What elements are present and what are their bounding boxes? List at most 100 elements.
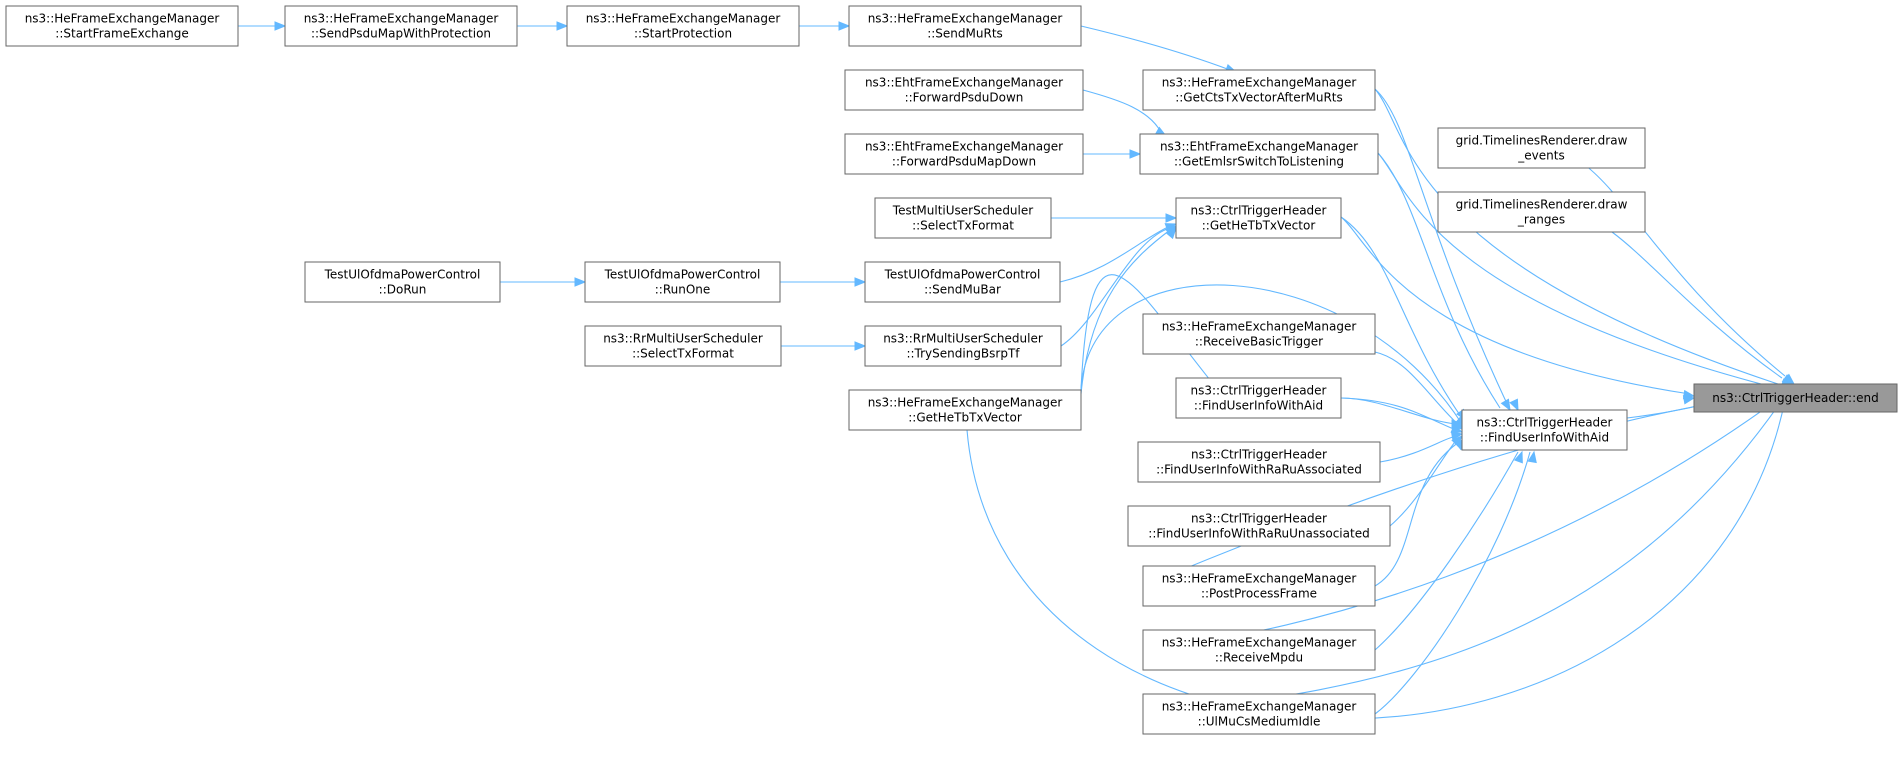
node-label-line: _ranges bbox=[1517, 213, 1565, 227]
node-box bbox=[1127, 505, 1391, 547]
edge-line bbox=[1379, 435, 1457, 463]
edge-arrowhead bbox=[1500, 398, 1511, 412]
node-testulofdmapowercontrol-dorun[interactable]: TestUlOfdmaPowerControl::DoRun bbox=[304, 261, 501, 303]
node-box bbox=[584, 325, 782, 367]
edge-line bbox=[1082, 89, 1163, 135]
node-testulofdmapowercontrol-sendmubar[interactable]: TestUlOfdmaPowerControl::SendMuBar bbox=[864, 261, 1061, 303]
node-label-line: ns3::CtrlTriggerHeader bbox=[1191, 512, 1327, 526]
node-ctrltriggerheader-finduserinfowithaid-2[interactable]: ns3::CtrlTriggerHeader::FindUserInfoWith… bbox=[1175, 377, 1342, 419]
node-label-line: ::TrySendingBsrpTf bbox=[906, 347, 1020, 361]
call-edge bbox=[1340, 216, 1696, 400]
node-testulofdmapowercontrol-runone[interactable]: TestUlOfdmaPowerControl::RunOne bbox=[584, 261, 781, 303]
edge-line bbox=[1340, 216, 1691, 395]
node-box bbox=[284, 5, 518, 47]
node-label-line: ::GetHeTbTxVector bbox=[1202, 219, 1316, 233]
node-heframeexchangemanager-ulmucsmediumidle[interactable]: ns3::HeFrameExchangeManager::UlMuCsMediu… bbox=[1142, 693, 1376, 735]
edge-line bbox=[1389, 437, 1459, 527]
node-label-line: ::ReceiveMpdu bbox=[1215, 651, 1303, 665]
node-box bbox=[1142, 629, 1376, 671]
node-box bbox=[1137, 441, 1381, 483]
node-heframeexchangemanager-getctstxvectoraftermurts[interactable]: ns3::HeFrameExchangeManager::GetCtsTxVec… bbox=[1142, 69, 1376, 111]
node-heframeexchangemanager-receivebasictrigger[interactable]: ns3::HeFrameExchangeManager::ReceiveBasi… bbox=[1142, 313, 1376, 355]
node-box bbox=[566, 5, 800, 47]
edge-arrowhead bbox=[838, 21, 851, 31]
node-label-line: ::RunOne bbox=[655, 283, 711, 297]
node-label-line: ns3::HeFrameExchangeManager bbox=[1162, 76, 1357, 90]
node-box bbox=[844, 133, 1084, 175]
node-label-line: TestUlOfdmaPowerControl bbox=[884, 268, 1041, 282]
node-label-line: ::FindUserInfoWithAid bbox=[1480, 431, 1609, 445]
node-testmultiuserscheduler-selecttxformat[interactable]: TestMultiUserScheduler::SelectTxFormat bbox=[874, 197, 1052, 239]
node-heframeexchangemanager-gethetbtxvector[interactable]: ns3::HeFrameExchangeManager::GetHeTbTxVe… bbox=[848, 389, 1082, 431]
node-label-line: ns3::CtrlTriggerHeader bbox=[1191, 448, 1327, 462]
edge-line bbox=[1374, 451, 1531, 715]
edge-line bbox=[1340, 397, 1457, 425]
call-edge bbox=[1379, 431, 1464, 463]
node-heframeexchangemanager-startframeexchange[interactable]: ns3::HeFrameExchangeManager::StartFrameE… bbox=[5, 5, 239, 47]
node-rrmultiuserscheduler-trysendingbsrptf[interactable]: ns3::RrMultiUserScheduler::TrySendingBsr… bbox=[864, 325, 1062, 367]
node-box bbox=[1142, 693, 1376, 735]
edge-arrowhead bbox=[574, 277, 587, 287]
call-edge bbox=[1082, 149, 1142, 159]
node-label-line: ::UlMuCsMediumIdle bbox=[1198, 715, 1321, 729]
node-rrmultiuserscheduler-selecttxformat[interactable]: ns3::RrMultiUserScheduler::SelectTxForma… bbox=[584, 325, 782, 367]
node-box bbox=[848, 389, 1082, 431]
node-label-line: ns3::EhtFrameExchangeManager bbox=[1160, 140, 1358, 154]
node-label-line: ns3::HeFrameExchangeManager bbox=[25, 12, 220, 26]
node-ehtframeexchangemanager-getemlsrswitchtolistening[interactable]: ns3::EhtFrameExchangeManager::GetEmlsrSw… bbox=[1139, 133, 1379, 175]
edge-line bbox=[1080, 284, 1463, 425]
node-label-line: ::ReceiveBasicTrigger bbox=[1195, 335, 1323, 349]
node-heframeexchangemanager-startprotection[interactable]: ns3::HeFrameExchangeManager::StartProtec… bbox=[566, 5, 800, 47]
node-label-line: ns3::CtrlTriggerHeader bbox=[1190, 204, 1326, 218]
node-ehtframeexchangemanager-forwardpsdumapdown[interactable]: ns3::EhtFrameExchangeManager::ForwardPsd… bbox=[844, 133, 1084, 175]
node-ctrltriggerheader-gethetbtxvector[interactable]: ns3::CtrlTriggerHeader::GetHeTbTxVector bbox=[1175, 197, 1342, 239]
node-box bbox=[1461, 409, 1628, 451]
node-heframeexchangemanager-postprocessframe[interactable]: ns3::HeFrameExchangeManager::PostProcess… bbox=[1142, 565, 1376, 607]
node-label-line: ::StartProtection bbox=[634, 27, 732, 41]
node-ctrltriggerheader-finduserinfowithaid[interactable]: ns3::CtrlTriggerHeader::FindUserInfoWith… bbox=[1461, 409, 1628, 451]
node-label-line: ns3::HeFrameExchangeManager bbox=[1162, 320, 1357, 334]
node-box bbox=[848, 5, 1082, 47]
call-edge bbox=[1374, 450, 1537, 715]
node-label-line: TestUlOfdmaPowerControl bbox=[324, 268, 481, 282]
node-ehtframeexchangemanager-forwardpsdudown[interactable]: ns3::EhtFrameExchangeManager::ForwardPsd… bbox=[844, 69, 1084, 111]
edge-arrowhead bbox=[1513, 450, 1523, 464]
node-label-line: ns3::HeFrameExchangeManager bbox=[868, 12, 1063, 26]
node-timelinesrenderer-draw-ranges[interactable]: grid.TimelinesRenderer.draw_ranges bbox=[1437, 191, 1646, 233]
call-edge bbox=[1340, 397, 1464, 433]
edge-line bbox=[1377, 152, 1501, 409]
node-label-line: ::ForwardPsduMapDown bbox=[892, 155, 1036, 169]
node-box bbox=[1142, 565, 1376, 607]
call-edge bbox=[1080, 226, 1177, 395]
edge-line bbox=[1060, 227, 1171, 347]
node-box bbox=[304, 261, 501, 303]
call-edge bbox=[1051, 213, 1178, 223]
node-label-line: ::DoRun bbox=[379, 283, 427, 297]
node-finduserinfowithraruunassociated[interactable]: ns3::CtrlTriggerHeader::FindUserInfoWith… bbox=[1127, 505, 1391, 547]
node-box bbox=[864, 261, 1061, 303]
edge-line bbox=[1584, 164, 1786, 377]
call-edge bbox=[1377, 152, 1794, 392]
node-heframeexchangemanager-receivempdu[interactable]: ns3::HeFrameExchangeManager::ReceiveMpdu bbox=[1142, 629, 1376, 671]
node-timelinesrenderer-draw-events[interactable]: grid.TimelinesRenderer.draw_events bbox=[1437, 127, 1646, 169]
edge-line bbox=[1374, 439, 1463, 587]
call-edge bbox=[1377, 152, 1511, 412]
call-edge bbox=[499, 277, 587, 287]
node-ctrltriggerheader-end[interactable]: ns3::CtrlTriggerHeader::end bbox=[1693, 383, 1898, 413]
node-finduserinfowithraruassociated[interactable]: ns3::CtrlTriggerHeader::FindUserInfoWith… bbox=[1137, 441, 1381, 483]
call-edge bbox=[517, 21, 569, 31]
node-heframeexchangemanager-sendmurts[interactable]: ns3::HeFrameExchangeManager::SendMuRts bbox=[848, 5, 1082, 47]
node-box bbox=[5, 5, 239, 47]
node-label-line: ::SendPsduMapWithProtection bbox=[311, 27, 491, 41]
edge-arrowhead bbox=[274, 21, 287, 31]
edge-line bbox=[1374, 351, 1463, 429]
node-heframeexchangemanager-sendpsdumapwithprotection[interactable]: ns3::HeFrameExchangeManager::SendPsduMap… bbox=[284, 5, 518, 47]
node-label-line: ns3::HeFrameExchangeManager bbox=[1162, 572, 1357, 586]
node-label-line: ns3::HeFrameExchangeManager bbox=[586, 12, 781, 26]
node-label-line: ::PostProcessFrame bbox=[1201, 587, 1317, 601]
node-label-line: grid.TimelinesRenderer.draw bbox=[1456, 198, 1628, 212]
node-box bbox=[1437, 127, 1646, 169]
node-label-line: ::GetCtsTxVectorAfterMuRts bbox=[1175, 91, 1343, 105]
edge-arrowhead bbox=[1682, 389, 1696, 400]
